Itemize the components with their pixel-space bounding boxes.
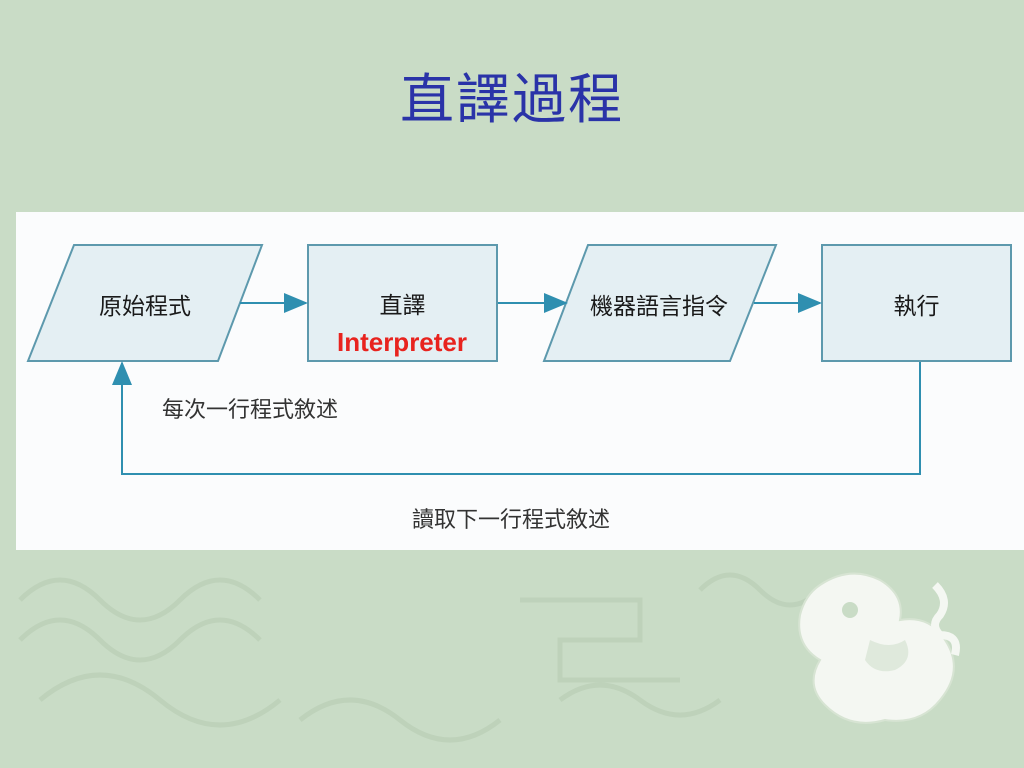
loop-edge-label: 讀取下一行程式敘述 [412, 508, 611, 533]
background-pattern [18, 572, 822, 743]
node-execute-shape [821, 244, 1012, 362]
node-interpret-shape [307, 244, 498, 362]
node-interpret-label: 直譯 [379, 293, 426, 319]
dragon-emblem-icon [798, 572, 960, 724]
node-machine-label: 機器語言指令 [590, 294, 728, 320]
node-machine-shape [542, 244, 778, 362]
node-source-label: 原始程式 [99, 294, 191, 320]
interpreter-label: Interpreter [336, 327, 468, 357]
flowchart [26, 244, 1012, 475]
node-execute-label: 執行 [893, 294, 940, 320]
slide-title: 直譯過程 [400, 68, 624, 131]
node-source-shape [26, 244, 264, 362]
edge-execute-source [112, 361, 921, 475]
diagram-panel: 原始程式 直譯 機器語言指令 執行 每次一行程式敘述 讀取下一行程式敘述 [16, 212, 1024, 550]
loop-note: 每次一行程式敘述 [162, 398, 339, 423]
